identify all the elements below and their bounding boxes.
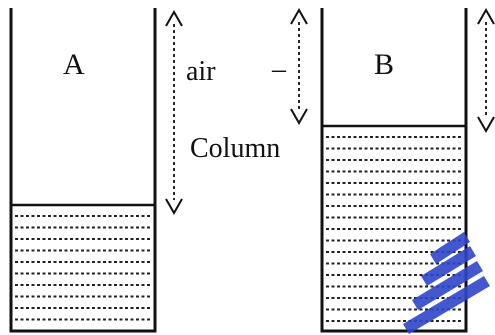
air-label: air: [186, 56, 216, 87]
tube-a-label: A: [63, 48, 85, 81]
arrow-up-icon: [290, 7, 308, 25]
tube-b-walls: [320, 8, 468, 333]
tube-b: B: [320, 8, 468, 333]
tube-b-label: B: [374, 48, 394, 81]
arrow-down-icon: [477, 116, 495, 134]
tube-a-walls: [9, 8, 157, 333]
arrow-up-icon: [165, 9, 183, 27]
arrow-down-icon: [290, 108, 308, 126]
column-label: Column: [190, 133, 280, 164]
tube-a-air-column-arrow: [165, 9, 183, 216]
tube-b-air-column-arrow: [290, 7, 308, 126]
tube-a-liquid: [15, 215, 151, 321]
dash-mark: –: [271, 54, 287, 85]
tube-b-liquid: [326, 136, 462, 322]
watermark: [403, 232, 490, 334]
arrow-up-icon: [477, 7, 495, 25]
tube-a: A: [9, 8, 157, 333]
arrow-down-icon: [165, 198, 183, 216]
edge-air-column-arrow: [477, 7, 495, 134]
